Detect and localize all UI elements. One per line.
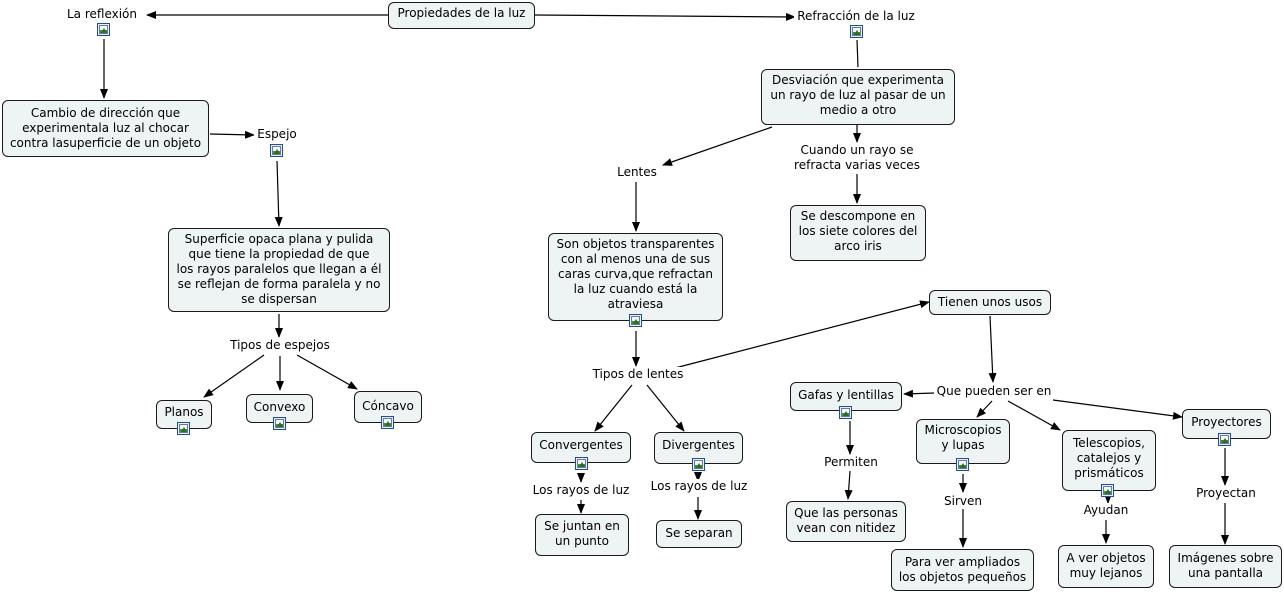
edge-quepueden-micro <box>976 400 993 418</box>
edge-tipos-concavo <box>296 354 358 390</box>
concept-objetos-transparentes[interactable]: Son objetos transparentes con al menos u… <box>548 233 723 321</box>
concept-se-descompone[interactable]: Se descompone en los siete colores del a… <box>790 205 926 261</box>
edge-desviacion-lentes <box>662 126 773 166</box>
concept-imagenes-sobre-pantalla[interactable]: Imágenes sobre una pantalla <box>1169 545 1282 588</box>
image-resource-icon[interactable] <box>839 406 852 419</box>
image-resource-icon[interactable] <box>575 457 588 470</box>
image-resource-icon[interactable] <box>177 422 190 435</box>
concept-la-reflexion[interactable]: La reflexión <box>62 7 142 22</box>
edge-cambio-espejo <box>209 130 255 139</box>
concept-cuando-un-rayo[interactable]: Cuando un rayo se refracta varias veces <box>790 143 924 173</box>
concept-proyectan[interactable]: Proyectan <box>1192 486 1260 501</box>
edge-tiposlentes-usos <box>674 300 930 369</box>
edge-tiposlentes-div <box>646 384 685 432</box>
concept-ayudan[interactable]: Ayudan <box>1079 503 1133 518</box>
image-resource-icon[interactable] <box>273 417 286 430</box>
image-resource-icon[interactable] <box>97 23 110 36</box>
concept-tipos-de-lentes[interactable]: Tipos de lentes <box>589 367 687 382</box>
concept-divergentes[interactable]: Divergentes <box>654 432 743 464</box>
edge-propiedades-refraccion <box>534 12 796 21</box>
edge-tiposlentes-conv <box>594 384 633 432</box>
concept-tienen-unos-usos[interactable]: Tienen unos usos <box>929 290 1051 315</box>
image-resource-icon[interactable] <box>692 458 705 471</box>
edge-quepueden-proy <box>1052 399 1183 420</box>
concept-telescopios[interactable]: Telescopios, catalejos y prismáticos <box>1062 430 1156 491</box>
concept-a-ver-objetos-lejanos[interactable]: A ver objetos muy lejanos <box>1058 545 1154 588</box>
concept-que-pueden-ser-en[interactable]: Que pueden ser en <box>934 384 1054 399</box>
edge-espejo-superficie <box>274 160 283 227</box>
edge-usos-quepueden <box>988 315 997 383</box>
image-resource-icon[interactable] <box>1101 484 1114 497</box>
edge-tipos-planos <box>203 354 265 398</box>
edge-refraccion-desviacion <box>856 39 859 68</box>
concept-refraccion-de-la-luz[interactable]: Refracción de la luz <box>794 9 918 24</box>
concept-se-juntan[interactable]: Se juntan en un punto <box>535 514 629 556</box>
concept-se-separan[interactable]: Se separan <box>656 520 742 548</box>
concept-espejo[interactable]: Espejo <box>254 127 300 142</box>
concept-lentes[interactable]: Lentes <box>613 165 661 180</box>
image-resource-icon[interactable] <box>850 25 863 38</box>
concept-concavo[interactable]: Cóncavo <box>354 391 422 423</box>
image-resource-icon[interactable] <box>1218 433 1231 446</box>
concept-los-rayos-de-luz-convergentes[interactable]: Los rayos de luz <box>527 483 635 498</box>
concept-propiedades-de-la-luz[interactable]: Propiedades de la luz <box>388 2 535 29</box>
edge-quepueden-tele <box>1007 400 1061 431</box>
edge-quepueden-gafas <box>903 389 936 398</box>
concept-permiten[interactable]: Permiten <box>820 455 882 470</box>
concept-superficie-opaca[interactable]: Superficie opaca plana y pulida que tien… <box>168 228 390 312</box>
concept-tipos-de-espejos[interactable]: Tipos de espejos <box>225 338 335 353</box>
concept-para-ver-ampliados[interactable]: Para ver ampliados los objetos pequeños <box>891 549 1034 591</box>
edge-permiten-personas <box>844 470 853 500</box>
concept-los-rayos-de-luz-divergentes[interactable]: Los rayos de luz <box>646 479 752 494</box>
concept-cambio-de-direccion[interactable]: Cambio de dirección que experimentala lu… <box>2 100 209 157</box>
concept-que-las-personas[interactable]: Que las personas vean con nitidez <box>786 501 906 542</box>
image-resource-icon[interactable] <box>956 458 969 471</box>
image-resource-icon[interactable] <box>629 314 642 327</box>
concept-sirven[interactable]: Sirven <box>940 494 986 509</box>
concept-desviacion[interactable]: Desviación que experimenta un rayo de lu… <box>761 69 955 125</box>
image-resource-icon[interactable] <box>381 416 394 429</box>
image-resource-icon[interactable] <box>270 144 283 157</box>
